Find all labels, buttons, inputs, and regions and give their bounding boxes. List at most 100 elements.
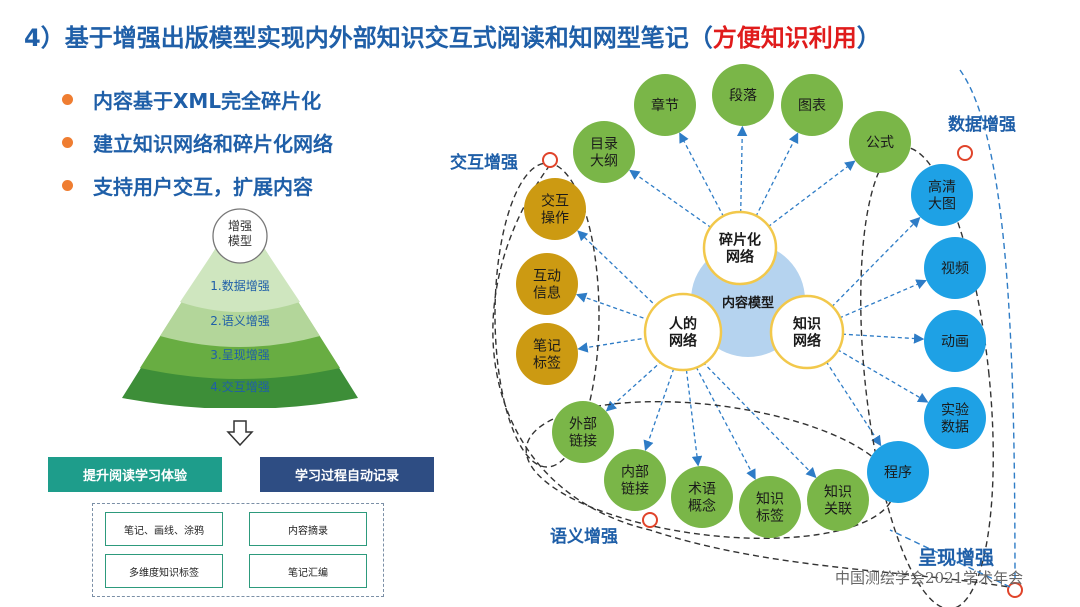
connector-arrow [575,292,684,333]
group-label-semantic: 语义增强 [550,527,618,547]
data-marker-icon [957,145,973,161]
bullet-dot-icon [62,180,73,191]
auto-record-button[interactable]: 学习过程自动记录 [260,457,434,492]
enhancement-pyramid: 增强模型 1.数据增强 2.语义增强 3.呈现增强 4.交互增强 [122,208,358,408]
bullet-dot-icon [62,94,73,105]
data-node-label: 大图 [928,197,956,213]
knowledge-network-hub[interactable] [769,294,845,370]
bullet-item: 支持用户交互，扩展内容 [62,164,333,207]
knowledge-network-hub-label: 网络 [793,333,821,350]
group-label-presentation: 呈现增强 [918,547,995,569]
section-node[interactable] [712,64,774,126]
section-node-label: 公式 [866,135,894,151]
presentation-marker-icon [1007,582,1023,598]
bullet-text: 支持用户交互，扩展内容 [93,175,313,199]
data-node[interactable] [867,441,929,503]
data-node[interactable] [924,237,986,299]
title-accent: 方便知识利用 [712,24,857,52]
fragment-network-hub[interactable] [702,210,778,286]
bullet-dot-icon [62,137,73,148]
down-arrow-icon [226,420,254,446]
connector-arrow [643,341,684,452]
interaction-node-label: 信息 [533,285,561,302]
semantic-node-label: 标签 [756,508,784,525]
pyramid-top-circle [212,208,268,264]
section-node[interactable] [634,74,696,136]
connector-arrow [682,341,817,479]
interaction-node-label: 互动 [533,269,561,285]
bullet-text: 建立知识网络和碎片化网络 [93,132,333,156]
interaction-node[interactable] [516,323,578,385]
section-node-label: 目录 [590,137,618,153]
data-node-label: 动画 [941,334,969,350]
reading-experience-button[interactable]: 提升阅读学习体验 [48,457,222,492]
interaction-marker-icon [542,152,558,168]
people-network-hub-label: 网络 [669,333,697,350]
feature-box: 笔记、画线、涂鸦 内容摘录 多维度知识标签 笔记汇编 [92,503,384,597]
section-node-label: 段落 [729,88,757,104]
pyramid-level-label: 4.交互增强 [210,379,269,394]
semantic-node-label: 链接 [621,481,649,498]
connector-arrow [682,341,756,480]
interaction-node-label: 标签 [533,355,561,372]
semantic-node[interactable] [807,469,869,531]
section-node[interactable] [573,121,635,183]
group-label-interaction: 交互增强 [450,153,518,173]
semantic-node-label: 知识 [756,491,784,508]
connector-arrow [806,331,925,344]
presentation-group-outline-right [959,69,1016,589]
section-node-label: 大纲 [590,154,618,170]
data-node[interactable] [924,310,986,372]
section-node[interactable] [849,111,911,173]
semantic-node-label: 术语 [688,482,716,498]
feature-tags[interactable]: 多维度知识标签 [105,554,223,588]
semantic-node-label: 链接 [569,433,597,450]
feature-compile[interactable]: 笔记汇编 [249,554,367,588]
pyramid-level-label: 2.语义增强 [210,314,269,328]
bullet-list: 内容基于XML完全碎片化 建立知识网络和碎片化网络 支持用户交互，扩展内容 [62,78,333,207]
title-main: 4）基于增强出版模型实现内外部知识交互式阅读和知网型笔记（ [24,24,713,52]
interaction-node-label: 交互 [541,193,569,210]
semantic-node[interactable] [604,449,666,511]
title-end: ） [856,24,881,52]
semantic-node-label: 关联 [824,502,852,518]
feature-notes[interactable]: 笔记、画线、涂鸦 [105,512,223,546]
interaction-node[interactable] [516,253,578,315]
data-node-label: 实验 [941,403,969,419]
connector-arrow [806,216,921,333]
presentation-group-outline [492,164,1016,589]
semantic-node[interactable] [739,476,801,538]
semantic-node[interactable] [671,466,733,528]
data-node[interactable] [911,164,973,226]
pyramid-level-label: 1.数据增强 [210,278,269,293]
page-title: 4）基于增强出版模型实现内外部知识交互式阅读和知网型笔记（方便知识利用） [24,18,881,53]
data-node-label: 高清 [928,179,956,196]
data-node[interactable] [924,387,986,449]
semantic-marker-icon [642,512,658,528]
pyramid-top-label: 增强模型 [228,219,252,248]
bullet-item: 内容基于XML完全碎片化 [62,78,333,121]
people-network-hub[interactable] [643,292,723,372]
pyramid-level-1 [180,248,300,312]
semantic-node-label: 知识 [824,484,852,501]
people-network-hub-label: 人的 [669,316,697,333]
fragment-network-hub-label: 碎片化 [719,232,761,249]
section-node-label: 章节 [651,97,679,114]
semantic-node-label: 概念 [688,498,716,515]
semantic-node[interactable] [552,401,614,463]
semantic-node-label: 外部 [569,417,597,433]
interaction-group-outline [494,162,600,468]
interaction-node-label: 操作 [541,211,569,227]
interaction-node-label: 笔记 [533,339,561,355]
bullet-text: 内容基于XML完全碎片化 [93,89,322,113]
semantic-node-label: 内部 [621,465,649,481]
feature-excerpt[interactable]: 内容摘录 [249,512,367,546]
conference-watermark: 中国测绘学会2021学术年会 [835,569,1024,587]
section-node-label: 图表 [798,98,826,114]
knowledge-network-hub-label: 知识 [793,316,821,333]
interaction-node[interactable] [524,178,586,240]
section-node[interactable] [781,74,843,136]
center-label: 内容模型 [722,295,774,311]
pyramid-level-label: 3.呈现增强 [210,348,269,362]
connector-arrow [736,125,748,249]
